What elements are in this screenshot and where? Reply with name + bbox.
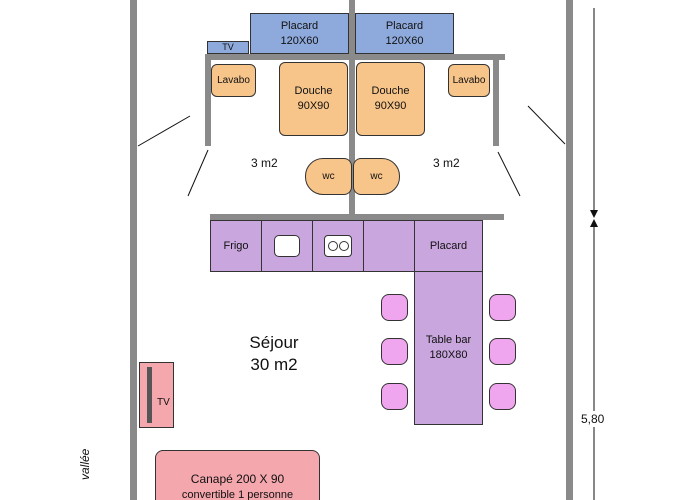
living-room-area: 30 m2: [250, 355, 298, 375]
toilet-left-label: wc: [322, 170, 335, 182]
shower-left: Douche 90X90: [279, 62, 348, 136]
kitchen-sink: [261, 220, 313, 272]
toilet-right-label: wc: [370, 170, 383, 182]
bathroom-left-area: 3 m2: [251, 156, 278, 170]
left-door-leaf: [187, 149, 209, 197]
stool-right-3: [489, 383, 516, 410]
dimension-arrow-up: [590, 219, 598, 227]
bathroom-bottom-wall: [210, 214, 504, 220]
cooktop: [312, 220, 364, 272]
stool-left-3: [381, 383, 408, 410]
storage-right-size: 120X60: [385, 34, 424, 47]
shower-right-name: Douche: [371, 85, 410, 98]
bathroom-top-wall: [205, 54, 505, 60]
cooktop-icon: [324, 235, 352, 257]
tv-unit-top: TV: [207, 41, 249, 54]
side-text: vallée: [78, 448, 92, 480]
burner-right-icon: [338, 241, 349, 251]
living-room-name: Séjour: [249, 333, 299, 352]
shower-left-size: 90X90: [297, 100, 330, 112]
fridge-label: Frigo: [223, 239, 249, 252]
shower-right-size: 90X90: [374, 100, 407, 112]
storage-placard-left: Placard 120X60: [250, 13, 349, 54]
dimension-label: 5,80: [578, 411, 608, 427]
toilet-right: wc: [353, 158, 400, 195]
kitchen-placard: Placard: [414, 220, 483, 272]
storage-left-name: Placard: [280, 19, 319, 32]
sofa-name: Canapé 200 X 90: [190, 472, 285, 486]
right-door-swing: [527, 105, 566, 145]
sink-right: Lavabo: [448, 64, 490, 97]
right-outer-wall: [566, 0, 573, 500]
sofa: Canapé 200 X 90 convertible 1 personne: [155, 450, 320, 500]
tv-screen-icon: [147, 367, 152, 423]
stool-left-1: [381, 294, 408, 321]
bar-table-name: Table bar: [425, 334, 472, 347]
tv-top-label: TV: [222, 42, 234, 52]
toilet-left: wc: [305, 158, 352, 195]
shower-right: Douche 90X90: [356, 62, 425, 136]
kitchen-counter-segment: [363, 220, 415, 272]
left-outer-wall: [130, 0, 137, 500]
sink-left-label: Lavabo: [217, 74, 250, 86]
left-door-swing: [137, 115, 191, 147]
stool-left-2: [381, 338, 408, 365]
bathroom-right-wall: [493, 54, 499, 146]
sink-basin-icon: [274, 235, 300, 257]
sink-left: Lavabo: [211, 64, 256, 97]
storage-placard-right: Placard 120X60: [355, 13, 454, 54]
tv-unit: TV: [139, 362, 174, 428]
sink-right-label: Lavabo: [452, 74, 486, 86]
stool-right-1: [489, 294, 516, 321]
sofa-detail: convertible 1 personne: [181, 489, 294, 500]
fridge: Frigo: [210, 220, 262, 272]
storage-left-size: 120X60: [280, 34, 319, 47]
stool-right-2: [489, 338, 516, 365]
center-wall: [349, 0, 355, 214]
dimension-arrow-down: [590, 210, 598, 218]
kitchen-placard-label: Placard: [429, 239, 468, 252]
living-room-label: Séjour 30 m2: [234, 332, 314, 376]
bar-table: Table bar 180X80: [414, 271, 483, 425]
tv-unit-label: TV: [157, 397, 170, 408]
burner-left-icon: [327, 241, 338, 251]
right-door-leaf: [497, 151, 521, 197]
bar-table-size: 180X80: [429, 349, 468, 361]
bathroom-right-area: 3 m2: [433, 156, 460, 170]
bathroom-left-wall: [205, 54, 211, 146]
shower-left-name: Douche: [294, 85, 333, 98]
storage-right-name: Placard: [385, 19, 424, 32]
